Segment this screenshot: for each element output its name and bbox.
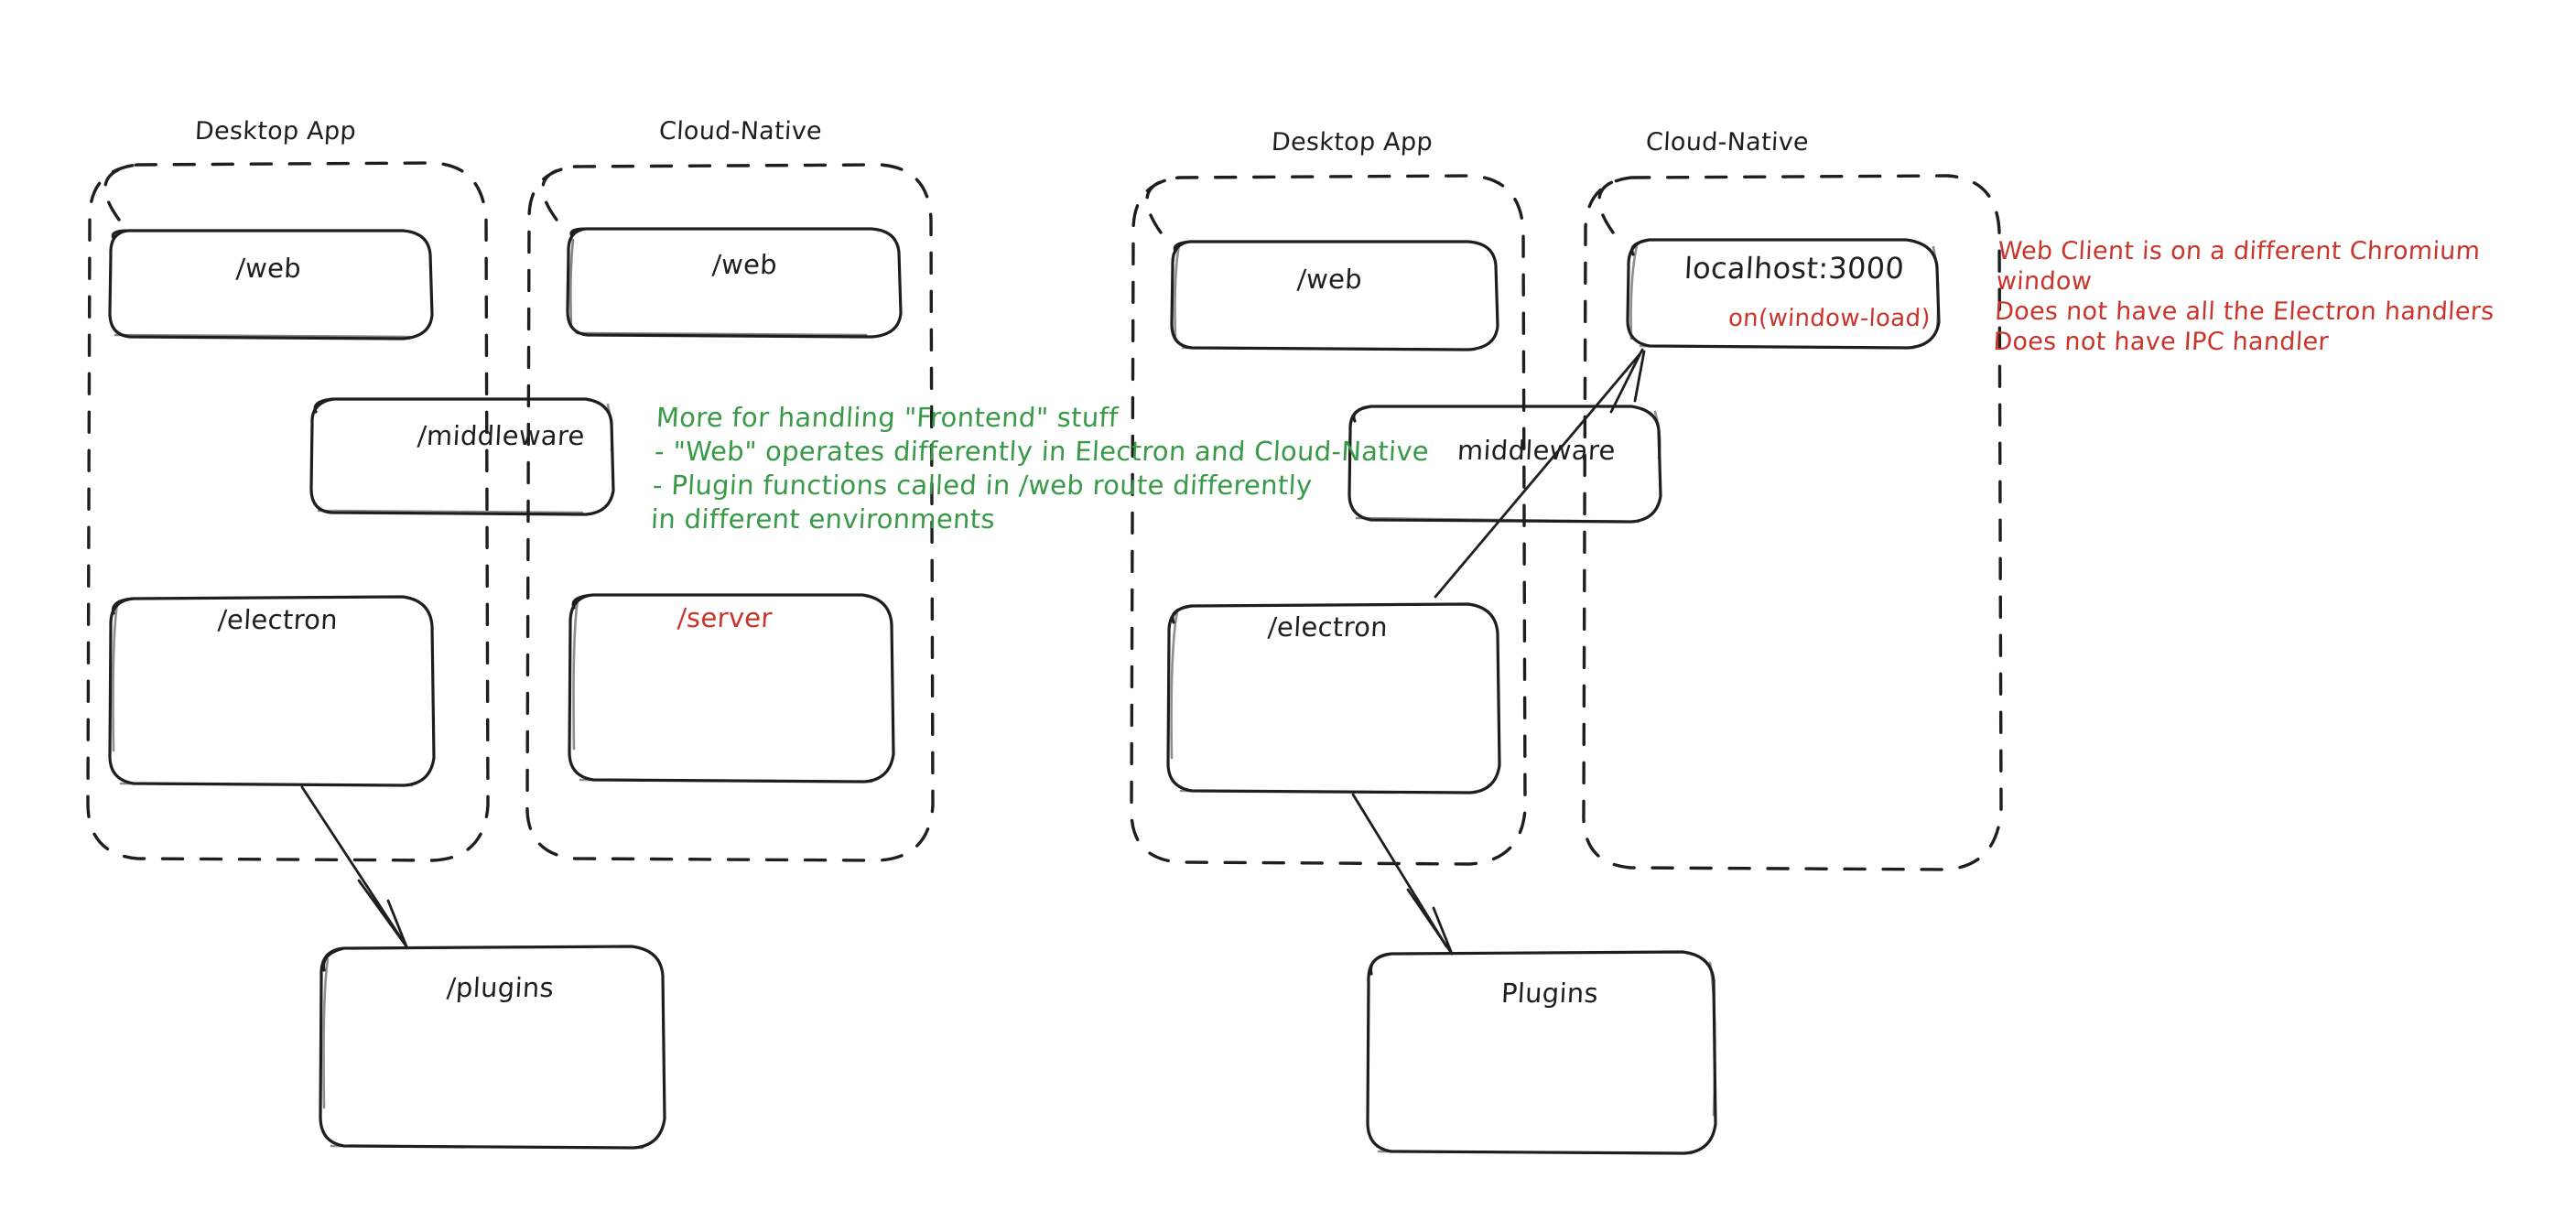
right-desktop-web-label: /web [1296, 264, 1363, 295]
left-server-label: /server [676, 602, 774, 633]
red-annotation-note: Web Client is on a different Chromium wi… [1992, 237, 2495, 356]
right-middleware-box[interactable] [1348, 405, 1662, 524]
left-desktop-web-label: /web [235, 253, 302, 284]
left-cloud-group-frame [525, 163, 935, 862]
right-electron-to-localhost-arrow [1434, 348, 1646, 599]
left-desktop-web-box[interactable] [108, 229, 434, 340]
left-plugins-box[interactable] [319, 945, 666, 1150]
left-electron-box[interactable] [108, 595, 436, 787]
right-electron-box[interactable] [1166, 602, 1501, 794]
left-electron-label: /electron [217, 604, 339, 635]
left-plugins-label: /plugins [446, 972, 555, 1003]
left-electron-to-plugins-arrow [300, 785, 408, 948]
left-middleware-label: /middleware [417, 420, 586, 451]
left-desktop-group-frame [86, 161, 490, 862]
green-annotation-note: More for handling "Frontend" stuff - "We… [650, 402, 1430, 535]
right-cloud-group-label: Cloud-Native [1645, 128, 1810, 157]
right-cloud-group-frame [1582, 174, 2003, 871]
right-plugins-label: Plugins [1500, 978, 1599, 1009]
right-middleware-label: middleware [1456, 435, 1617, 466]
right-plugins-box[interactable] [1366, 950, 1717, 1155]
right-localhost-box[interactable] [1626, 238, 1941, 350]
left-server-box[interactable] [568, 593, 895, 784]
left-cloud-web-box[interactable] [566, 227, 903, 339]
right-desktop-group-label: Desktop App [1271, 128, 1434, 157]
right-desktop-web-box[interactable] [1170, 240, 1499, 351]
left-cloud-group-label: Cloud-Native [658, 117, 823, 146]
right-localhost-sublabel: on(window-load) [1727, 305, 1932, 332]
right-electron-label: /electron [1267, 611, 1389, 643]
right-electron-to-plugins-arrow [1351, 793, 1454, 956]
left-desktop-group-label: Desktop App [194, 117, 357, 146]
right-localhost-label: localhost:3000 [1683, 251, 1906, 286]
left-cloud-web-label: /web [711, 249, 778, 280]
left-middleware-box[interactable] [309, 397, 615, 516]
